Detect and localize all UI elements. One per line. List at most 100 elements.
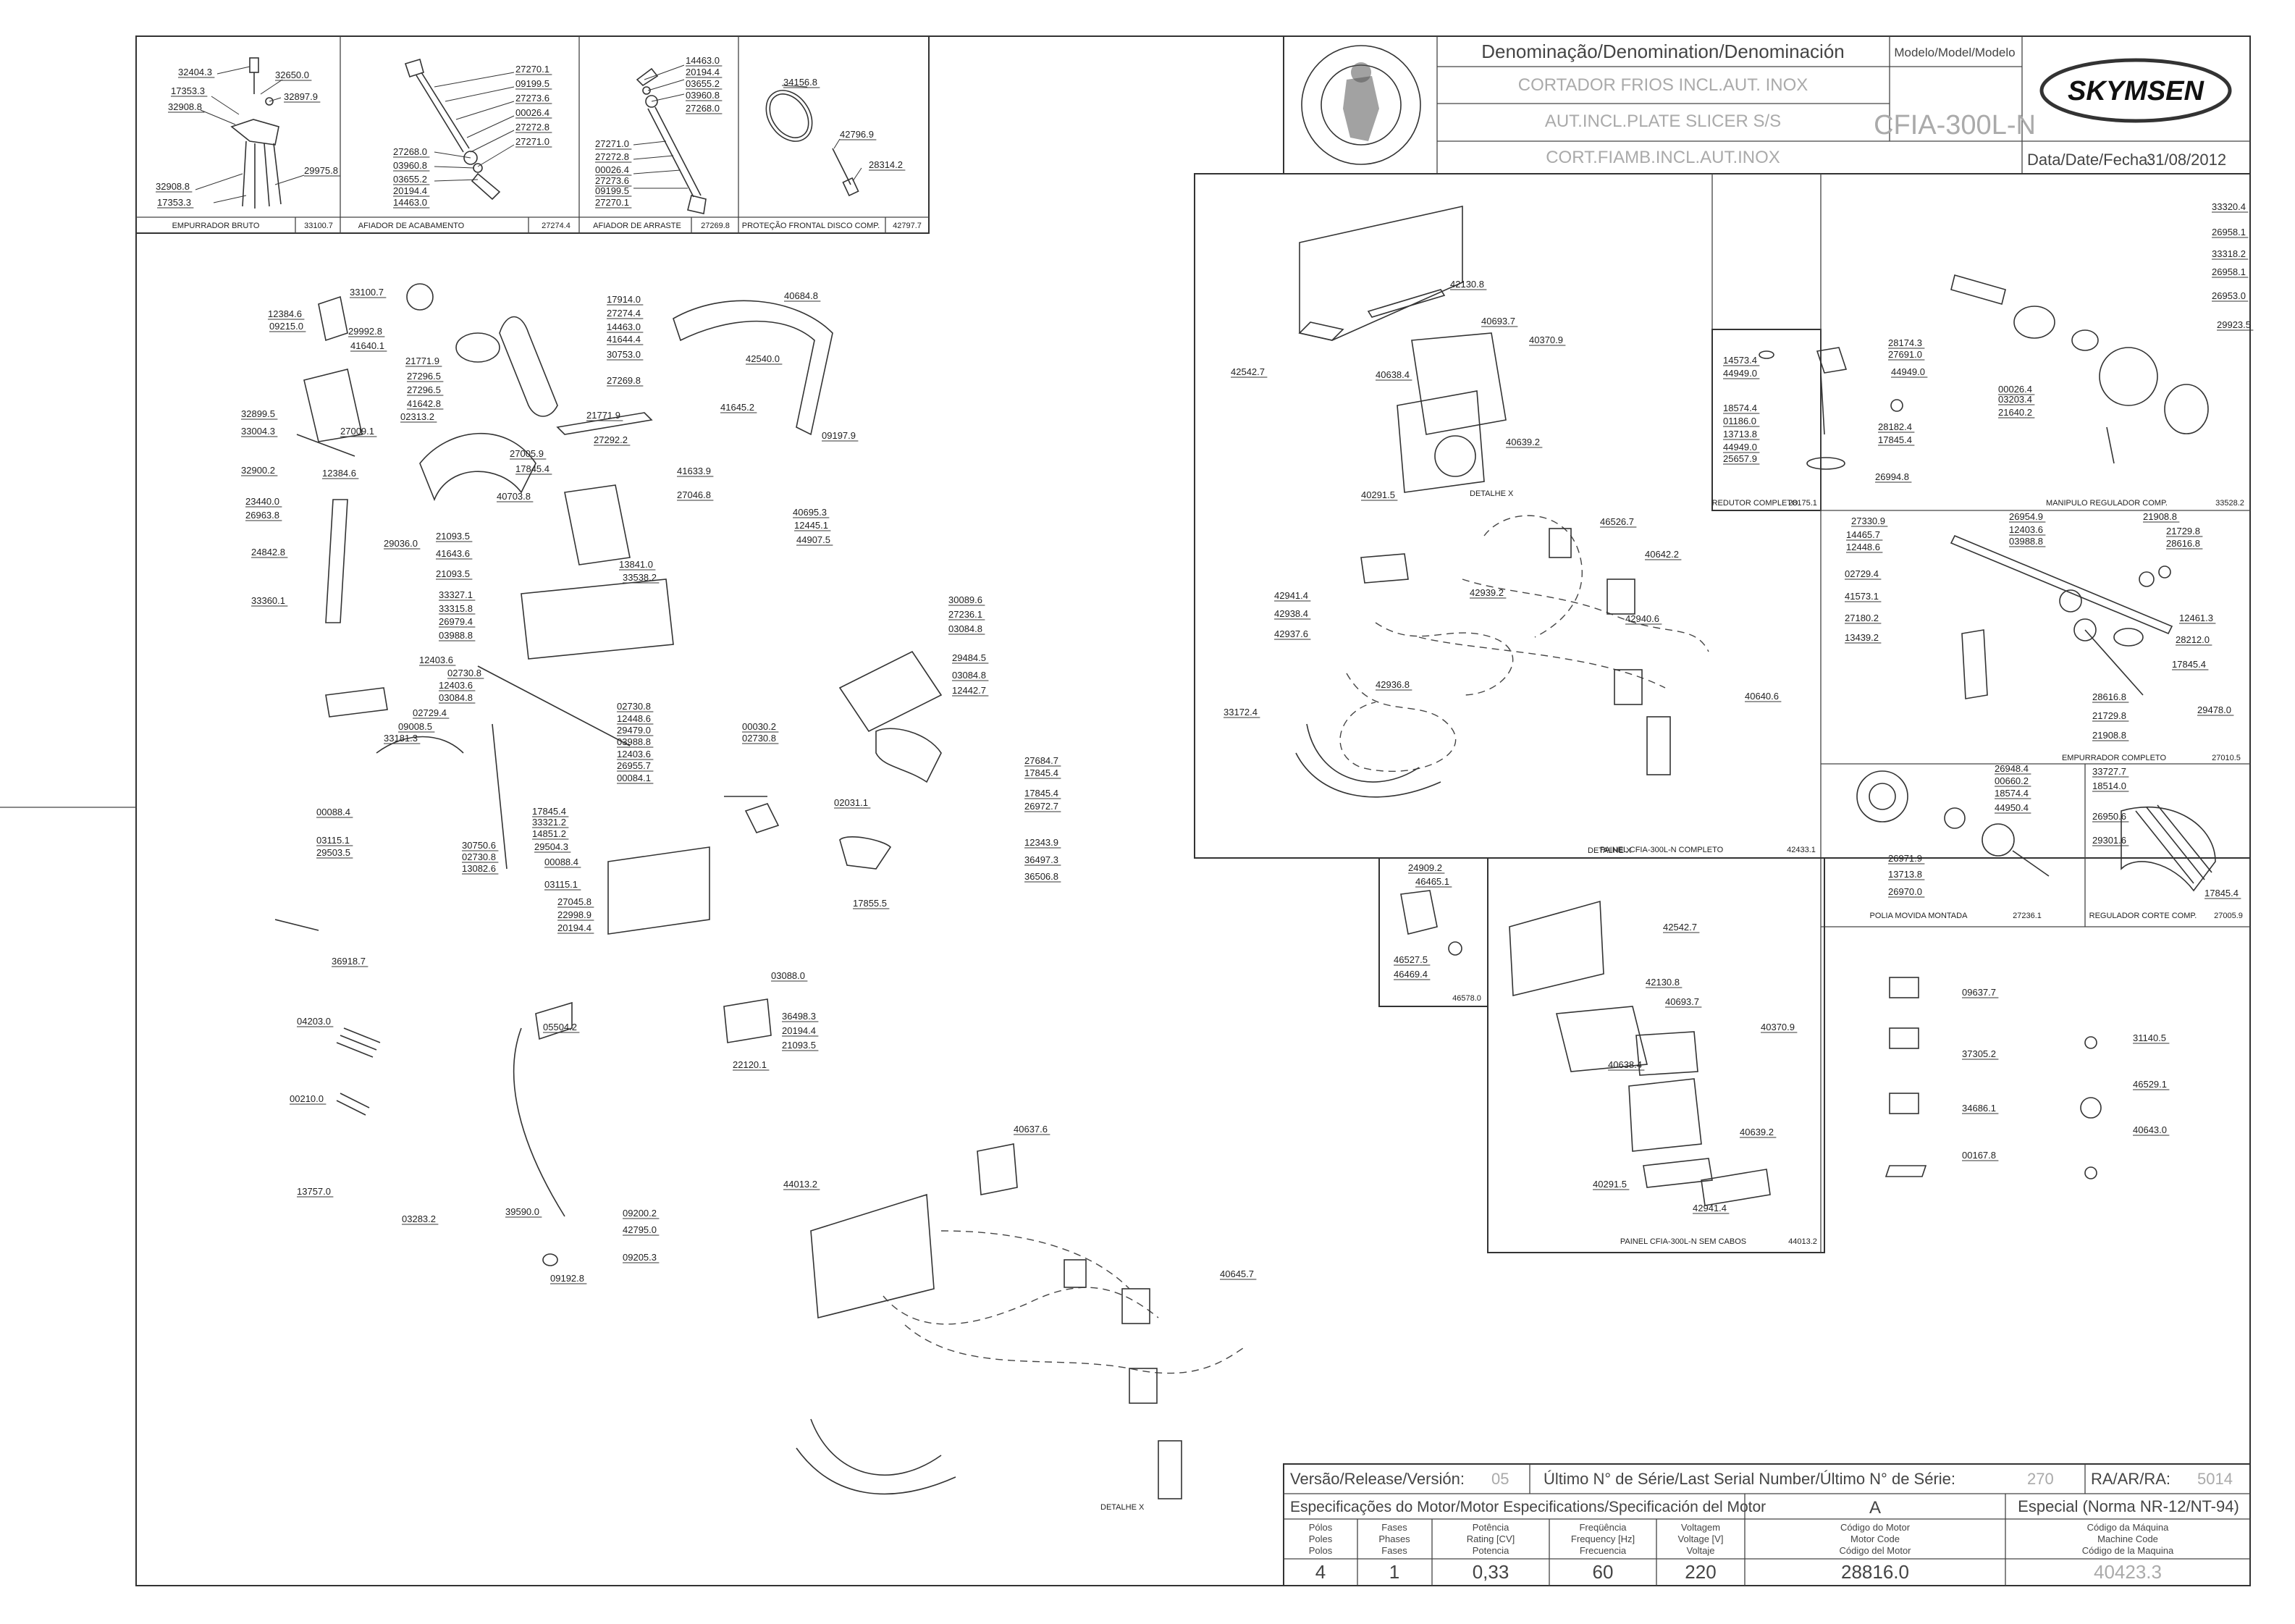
spec-col-machine-code: Código da Máquina Machine Code Código de… [2082, 1522, 2174, 1583]
part-number-label: 00088.4 [544, 857, 578, 867]
date-value: 31/08/2012 [2147, 151, 2226, 169]
part-number-label: 17845.4 [2205, 888, 2239, 899]
regulador-drawing [2121, 804, 2216, 892]
part-number-label: 13439.2 [1845, 632, 1879, 643]
part-number-label: 44013.2 [783, 1179, 817, 1190]
motor-class: A [1869, 1498, 1881, 1518]
part-number-label: 26958.1 [2212, 227, 2246, 237]
part-number-label: 26955.7 [617, 760, 651, 771]
part-number-label: 02729.4 [413, 707, 447, 718]
part-number-label: 14463.0 [393, 197, 427, 208]
part-number-label: 02730.8 [617, 701, 651, 712]
panel-full-drawing [1295, 206, 1709, 798]
part-number-label: 09215.0 [269, 321, 303, 332]
afiador-arraste-code: 27269.8 [701, 222, 730, 230]
part-number-label: 21771.9 [586, 410, 620, 421]
part-number-label: 02031.1 [834, 797, 868, 808]
part-number-label: 12403.6 [439, 680, 473, 691]
part-number-label: 32899.5 [241, 408, 275, 419]
machine-code-value: 40423.3 [2094, 1561, 2162, 1583]
detail-x-label-2: DETALHE X [1588, 846, 1632, 855]
manipulo-caption: MANIPULO REGULADOR COMP. [2046, 499, 2168, 508]
part-number-label: 21640.2 [1998, 407, 2032, 418]
regulador-code: 27005.9 [2214, 912, 2243, 920]
manipulo-drawing [1950, 274, 2209, 464]
right-panel-grid [1194, 173, 2251, 1253]
svg-text:Fases: Fases [1381, 1545, 1407, 1556]
part-number-label: 18514.0 [2092, 781, 2126, 791]
part-number-label: 33318.2 [2212, 248, 2246, 259]
svg-text:Voltagem: Voltagem [1681, 1522, 1720, 1533]
part-number-label: 03115.1 [544, 879, 578, 890]
model-header: Modelo/Model/Modelo [1894, 46, 2015, 59]
model-number: CFIA-300L-N [1874, 110, 2036, 140]
frequency-value: 60 [1593, 1561, 1614, 1583]
part-number-label: 03084.8 [439, 692, 473, 703]
part-number-label: 44907.5 [796, 534, 830, 545]
part-number-label: 28182.4 [1878, 421, 1912, 432]
part-number-label: 37305.2 [1962, 1048, 1996, 1059]
detail-x-bottom: DETALHE X [1100, 1503, 1145, 1512]
svg-text:Código del Motor: Código del Motor [1840, 1545, 1912, 1556]
empurrador-bruto-drawing [195, 57, 305, 209]
part-number-label: 29036.0 [384, 538, 418, 549]
part-number-label: 31140.5 [2133, 1032, 2166, 1043]
part-number-label: 44950.4 [1995, 802, 2029, 813]
part-number-label: 02730.8 [742, 733, 776, 744]
part-number-label: 29301.6 [2092, 835, 2126, 846]
part-number-label: 27005.9 [510, 448, 544, 459]
part-number-label: 17855.5 [853, 898, 887, 909]
part-number-label: 46526.7 [1600, 516, 1634, 527]
protecao-frontal-drawing [765, 85, 862, 197]
part-number-label: 27270.1 [595, 197, 629, 208]
part-number-label: 40639.2 [1740, 1127, 1774, 1137]
part-number-label: 03960.8 [393, 160, 427, 171]
svg-text:Poles: Poles [1309, 1533, 1333, 1544]
part-number-label: 05504.2 [543, 1022, 577, 1032]
part-number-label: 27045.8 [557, 896, 591, 907]
polia-code: 27236.1 [2013, 912, 2042, 920]
part-number-label: 40638.4 [1608, 1059, 1642, 1070]
svg-text:Pólos: Pólos [1309, 1522, 1333, 1533]
part-number-label: 28616.8 [2166, 538, 2200, 549]
part-number-label: 27330.9 [1851, 516, 1885, 526]
part-number-label: 03115.1 [316, 835, 350, 846]
part-number-label: 14465.7 [1846, 529, 1880, 540]
empurrador-bruto-caption: EMPURRADOR BRUTO [172, 222, 260, 230]
serial-label: Último N° de Série/Last Serial Number/Úl… [1544, 1470, 1955, 1488]
part-number-label: 09192.8 [550, 1273, 584, 1284]
part-number-label: 03988.8 [439, 630, 473, 641]
part-number-label: 29975.8 [304, 165, 338, 176]
ra-value: 5014 [2197, 1470, 2233, 1488]
part-number-label: 13757.0 [297, 1186, 331, 1197]
part-number-label: 27296.5 [407, 371, 441, 382]
part-number-label: 29923.5 [2217, 319, 2251, 330]
part-number-label: 12448.6 [1846, 542, 1880, 552]
part-number-label: 09205.3 [623, 1252, 657, 1263]
main-assembly-drawing [274, 283, 943, 1266]
part-number-label: 17353.3 [157, 197, 191, 208]
spec-col-voltage: Voltagem Voltage [V] Voltaje 220 [1678, 1522, 1724, 1583]
part-number-label: 17845.4 [515, 463, 549, 474]
part-number-label: 40370.9 [1761, 1022, 1795, 1032]
part-number-label: 33360.1 [251, 595, 285, 606]
part-number-label: 44949.0 [1723, 442, 1757, 453]
part-number-label: 27271.0 [595, 138, 629, 149]
part-number-label: 27180.2 [1845, 613, 1879, 623]
brand-name: SKYMSEN [2068, 76, 2205, 106]
part-number-label: 24909.2 [1408, 862, 1442, 873]
part-number-label: 42939.2 [1470, 587, 1504, 598]
part-number-label: 12442.7 [952, 685, 986, 696]
part-number-label: 30750.6 [462, 840, 496, 851]
svg-text:Polos: Polos [1309, 1545, 1333, 1556]
part-number-label: 23440.0 [245, 496, 279, 507]
spec-col-motor-code: Código do Motor Motor Code Código del Mo… [1840, 1522, 1912, 1583]
part-number-label: 17914.0 [607, 294, 641, 305]
part-number-label: 34686.1 [1962, 1103, 1996, 1114]
part-number-label: 44949.0 [1891, 366, 1925, 377]
part-number-label: 17353.3 [171, 85, 205, 96]
part-number-label: 33181.3 [384, 733, 418, 744]
part-number-label: 28616.8 [2092, 691, 2126, 702]
part-number-label: 40703.8 [497, 491, 531, 502]
part-number-label: 42941.4 [1274, 590, 1308, 601]
